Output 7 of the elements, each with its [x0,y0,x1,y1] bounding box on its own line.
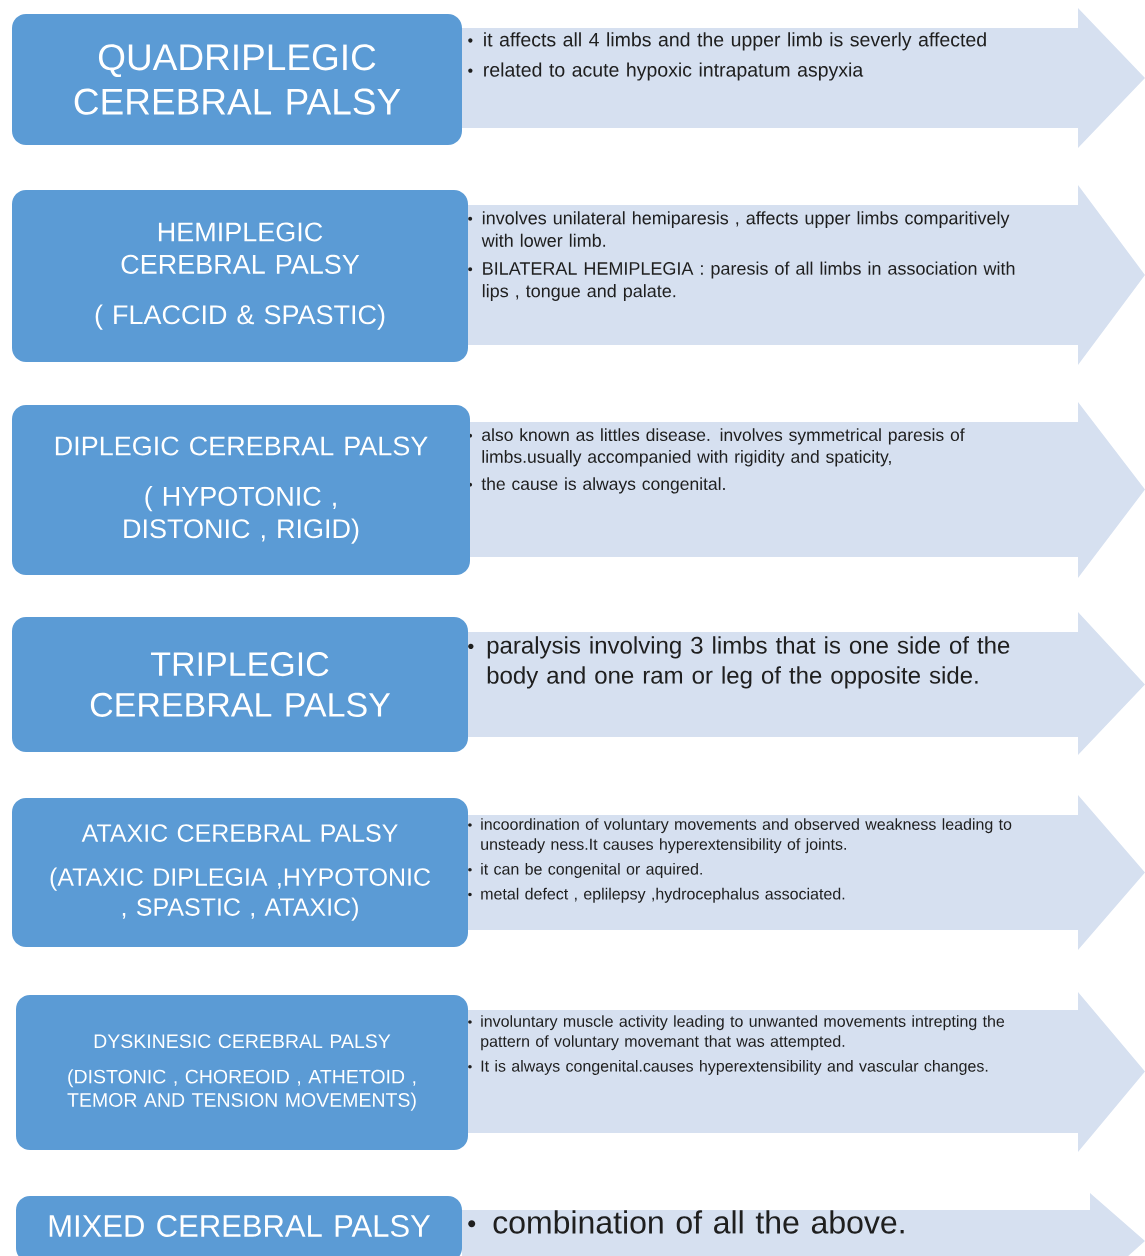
type-box: DIPLEGIC CEREBRAL PALSY ( HYPOTONIC , DISTONIC , RIGID) [12,405,470,575]
type-box: MIXED CEREBRAL PALSY [16,1196,462,1256]
type-box: QUADRIPLEGIC CEREBRAL PALSY [12,14,462,145]
type-box: HEMIPLEGIC CEREBRAL PALSY ( FLACCID & SPASTIC) [12,190,468,362]
type-box: DYSKINESIC CEREBRAL PALSY (DISTONIC , CHOREOID , ATHETOID , TEMOR AND TENSION MOVEMENTS) [16,995,468,1150]
type-box: TRIPLEGIC CEREBRAL PALSY [12,617,468,752]
type-box: ATAXIC CEREBRAL PALSY (ATAXIC DIPLEGIA ,HYPOTONIC , SPASTIC , ATAXIC) [12,798,468,947]
